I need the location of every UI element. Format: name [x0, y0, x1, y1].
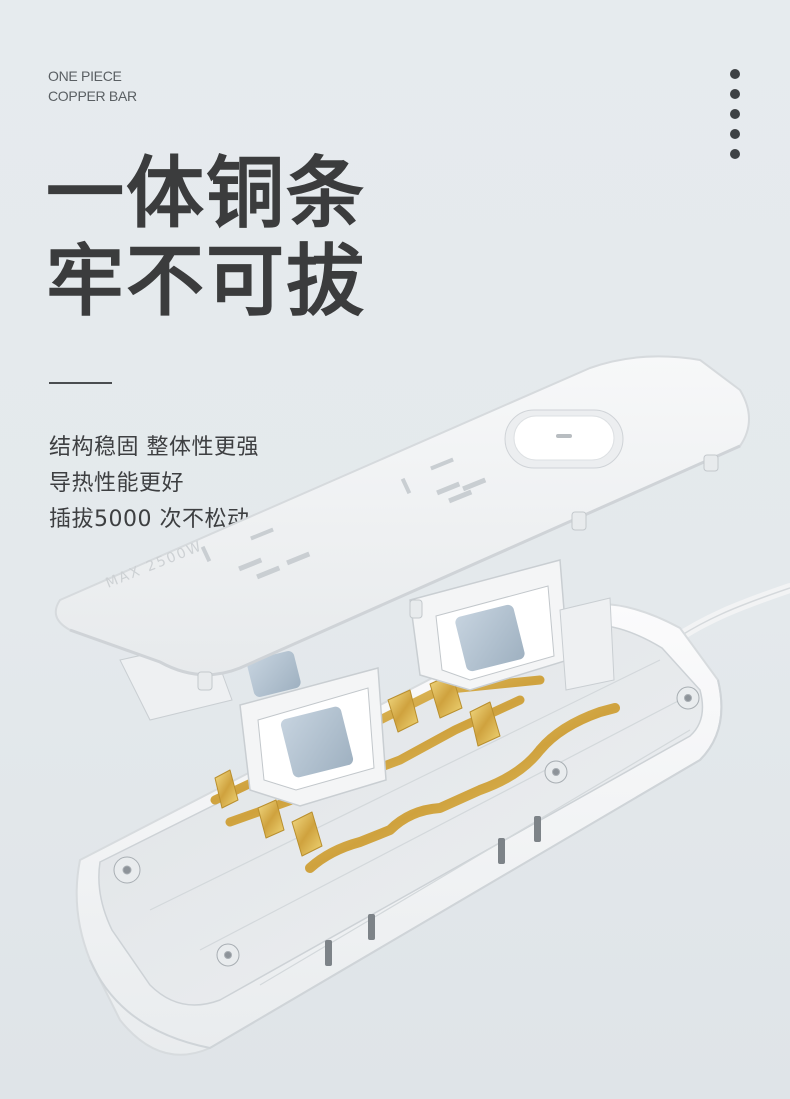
cover-pegs: [197, 454, 719, 691]
dot-1: [730, 69, 740, 79]
copper-contact-clips: [214, 673, 501, 857]
dot-5: [730, 149, 740, 159]
socket-module-right: [409, 559, 615, 691]
shutter-left: [280, 706, 354, 778]
power-switch-button[interactable]: [504, 409, 624, 469]
shutter-right: [455, 604, 525, 672]
shutter-back-left: [247, 651, 301, 697]
dot-2: [730, 89, 740, 99]
outlet-slots-left: [200, 527, 311, 580]
feature-item-3: 插拔5000 次不松动: [49, 507, 250, 532]
power-strip-exploded-illustration: MAX 2500W: [54, 355, 790, 1056]
eyebrow-label: ONE PIECE COPPER BAR: [48, 66, 137, 106]
switch-indicator: [556, 434, 572, 438]
dot-4: [730, 129, 740, 139]
base-housing-inner-floor: [98, 624, 704, 1006]
headline-line-1: 一体铜条: [46, 149, 367, 239]
eyebrow-line-1: ONE PIECE: [48, 68, 122, 84]
dot-3: [730, 109, 740, 119]
feature-item-2: 导热性能更好: [49, 471, 185, 496]
page-dots-indicator: [730, 69, 742, 169]
base-housing: [75, 603, 723, 1056]
feature-item-1: 结构稳固 整体性更强: [49, 435, 259, 460]
headline: 一体铜条 牢不可拔: [46, 150, 366, 326]
feature-list: 结构稳固 整体性更强 导热性能更好 插拔5000 次不松动: [49, 430, 259, 538]
top-cover: MAX 2500W: [54, 355, 750, 691]
divider-rule: [49, 382, 112, 384]
headline-line-2: 牢不可拔: [46, 237, 367, 327]
screw-posts: [113, 686, 700, 967]
eyebrow-line-2: COPPER BAR: [48, 88, 137, 104]
side-vent-slots: [325, 816, 541, 966]
socket-module-left: [119, 639, 387, 807]
outlet-slots-right: [400, 457, 487, 504]
